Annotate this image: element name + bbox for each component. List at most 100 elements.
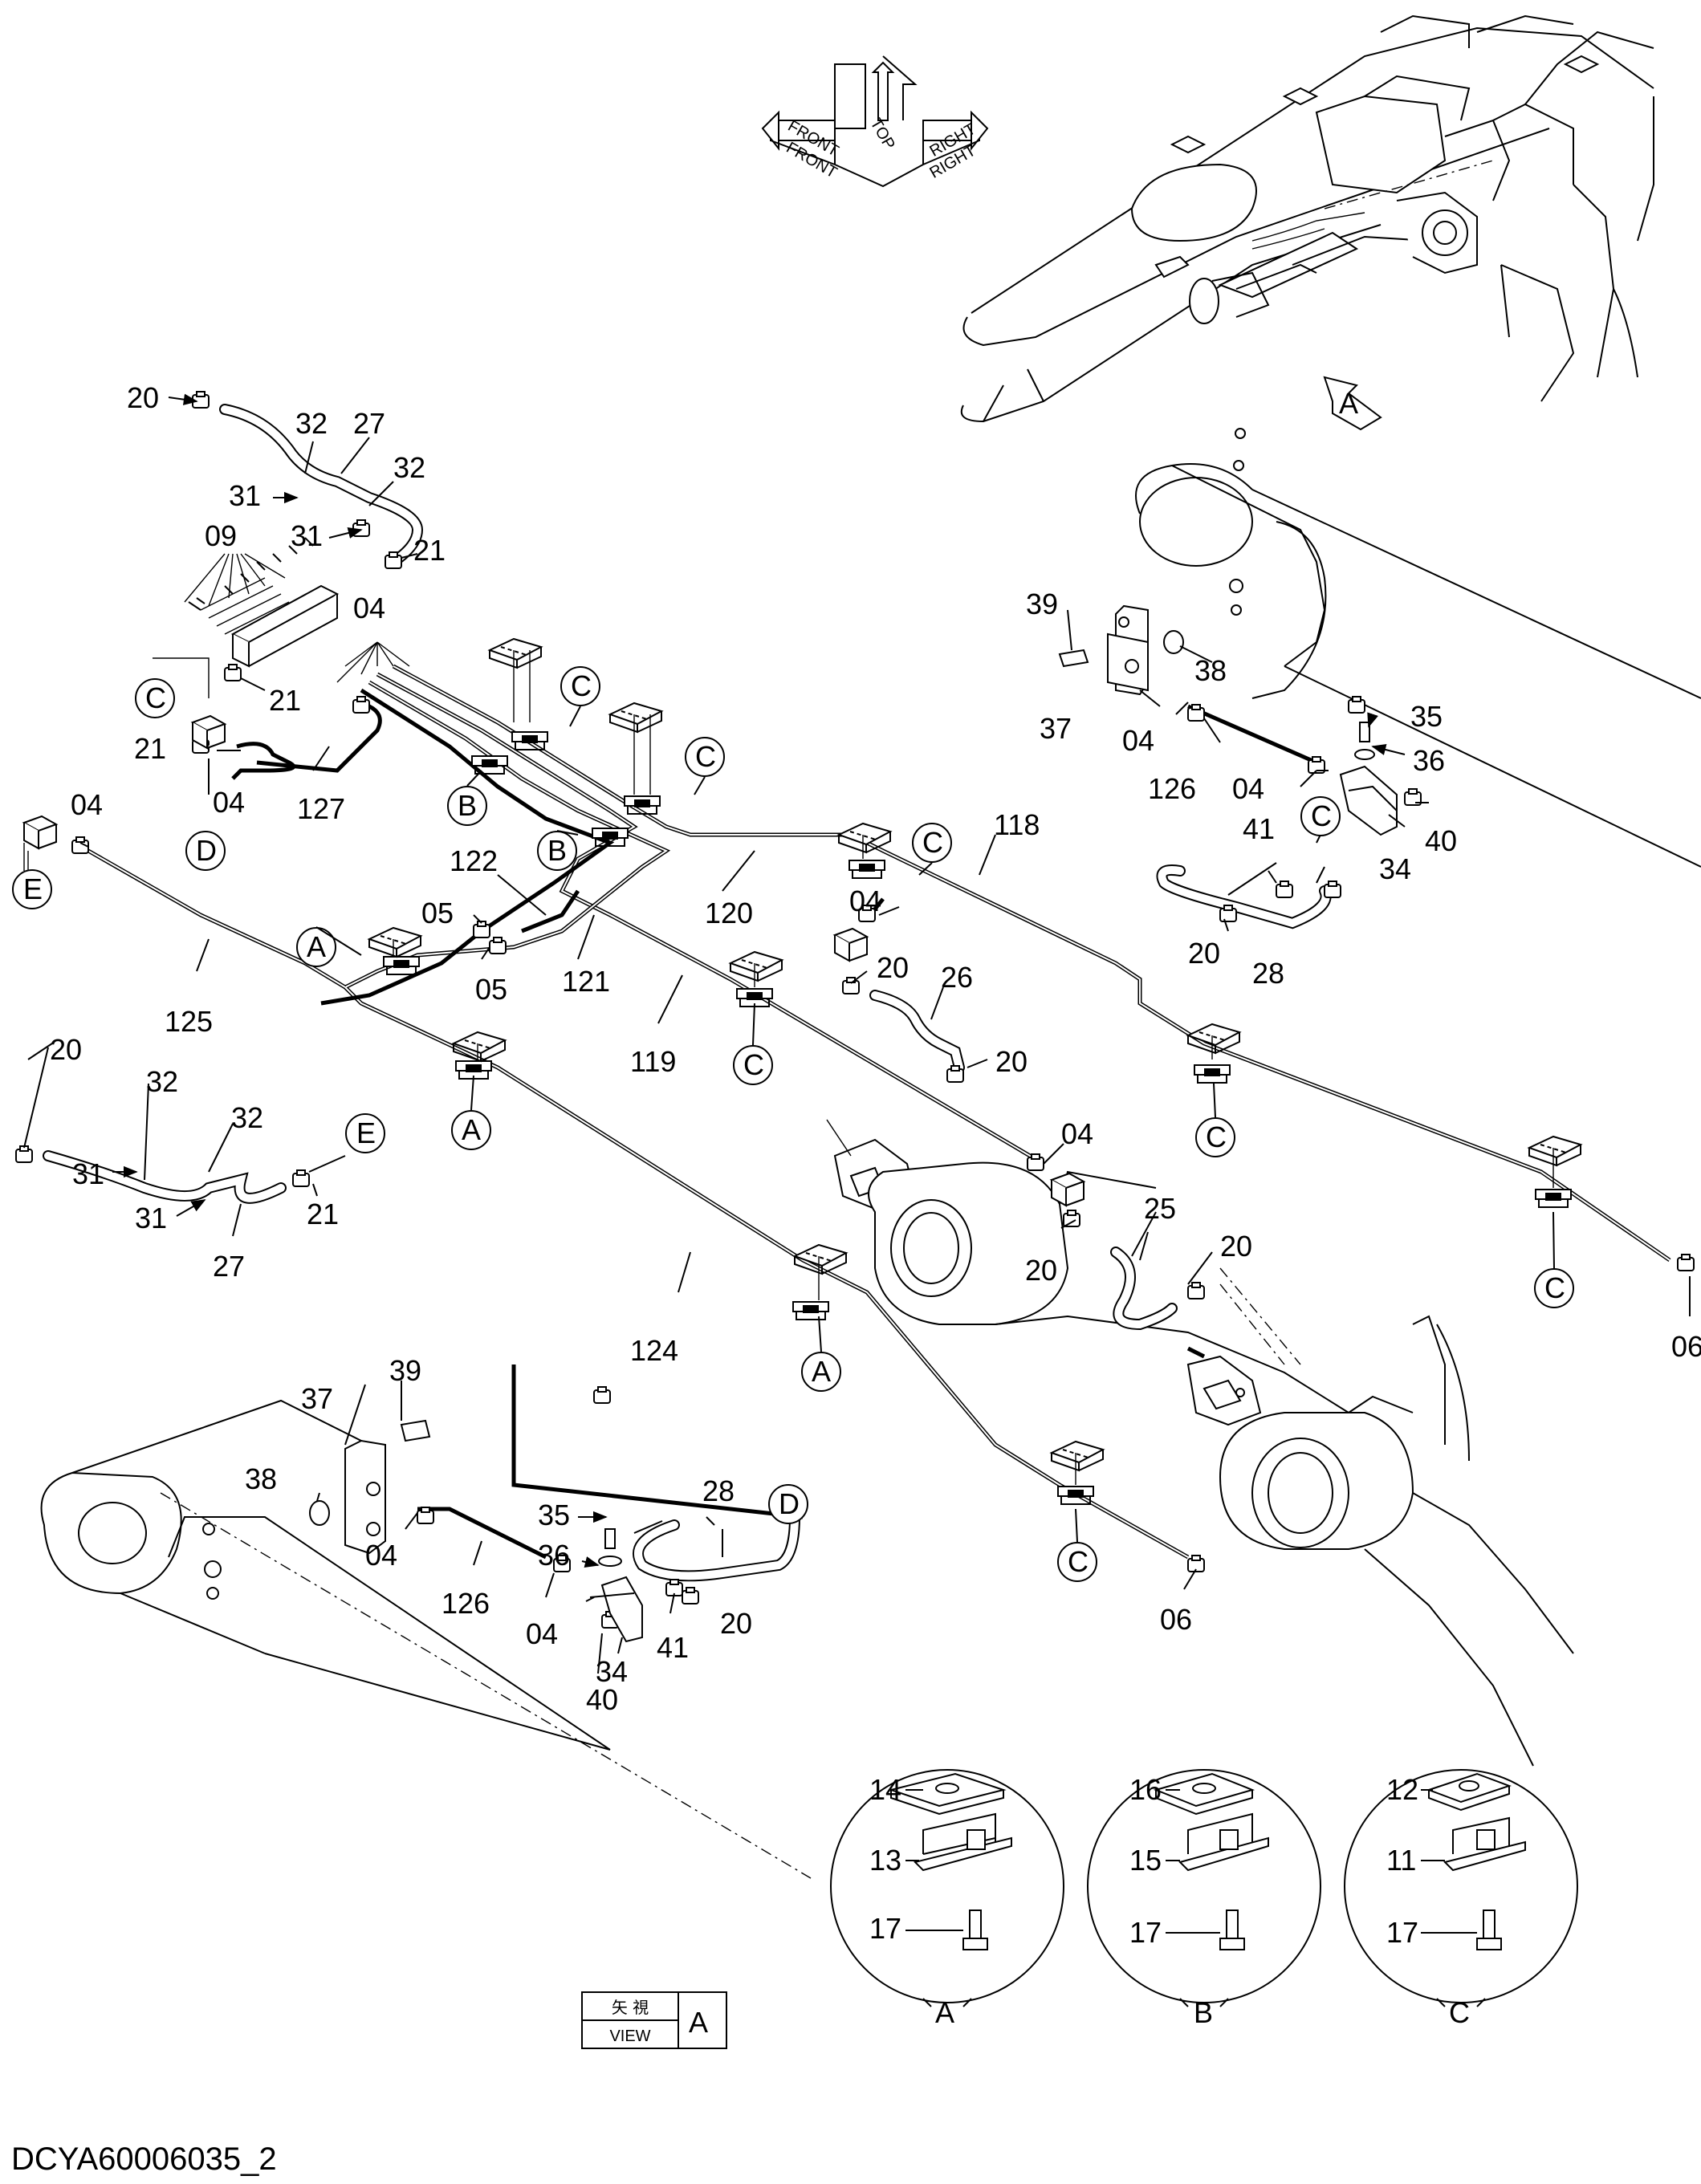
callout-40: 40 [1425,824,1457,857]
callout-38: 38 [245,1462,277,1495]
callout-27: 27 [353,407,385,440]
callout-32: 32 [146,1065,178,1098]
svg-text:A: A [812,1355,831,1388]
svg-text:B: B [458,789,477,822]
callout-20: 20 [127,381,159,414]
marker-c-2: C [685,737,725,777]
svg-text:E: E [356,1116,376,1149]
svg-text:C: C [1311,799,1332,832]
callout-21: 21 [413,534,446,567]
callout-numbers: 20 32 27 32 31 31 21 09 04 21 21 04 127 … [50,381,1701,1716]
circled-markers: C C C C C C C C C B B A A A D D E E [12,666,1574,1582]
svg-text:C: C [1206,1120,1227,1153]
callout-09: 09 [205,519,237,552]
marker-c-3: C [912,823,952,863]
svg-text:A: A [462,1113,481,1146]
marker-c-7: C [1057,1542,1097,1582]
callout-04: 04 [353,592,385,624]
callout-04: 04 [849,885,881,917]
view-arrow-label: A [1339,387,1358,420]
callout-41: 41 [1243,812,1275,845]
callout-39: 39 [1026,588,1058,620]
detail-c-label: C [1449,1996,1470,2029]
callout-32: 32 [231,1101,263,1134]
marker-c-5: C [1195,1117,1235,1157]
detail-a-clamp: 13 [869,1844,901,1877]
svg-text:C: C [571,669,592,702]
marker-c-1: C [560,666,600,706]
callout-05: 05 [475,973,507,1006]
marker-d-2: D [768,1484,808,1524]
svg-text:E: E [23,872,43,905]
callout-31: 31 [72,1157,104,1190]
callout-31: 31 [291,519,323,552]
svg-text:C: C [1544,1271,1565,1304]
callout-34: 34 [596,1655,628,1688]
callout-121: 121 [562,965,610,998]
marker-e-1: E [12,869,52,909]
callout-118: 118 [994,808,1040,841]
detail-b-plate: 16 [1129,1773,1162,1806]
callout-35: 35 [1410,700,1443,733]
bracket-37-right [1058,604,1184,696]
cube-blocks [23,715,1084,1206]
detail-a-plate: 14 [869,1773,901,1806]
view-label-japanese: 矢 視 [612,1998,649,2017]
callout-126: 126 [442,1587,490,1620]
callout-31: 31 [135,1202,167,1234]
callout-38: 38 [1194,654,1227,687]
bracket-34-right [1339,722,1398,836]
callout-04: 04 [365,1539,397,1572]
callout-36: 36 [1413,744,1445,777]
drawing-code: DCYA60006035_2 [11,2141,277,2177]
manifold-block [188,537,340,668]
callout-41: 41 [657,1631,689,1664]
boom-overview-sketch: A [960,14,1654,431]
arm-joint-sketch [826,1119,1574,1767]
callout-119: 119 [630,1045,676,1078]
svg-text:C: C [743,1048,764,1081]
detail-b-bolt: 17 [1129,1916,1162,1949]
callout-04: 04 [526,1617,558,1650]
callout-28: 28 [702,1474,735,1507]
marker-c-top-left: C [135,678,175,718]
callout-122: 122 [450,844,498,877]
callout-37: 37 [301,1382,333,1415]
callout-21: 21 [269,684,301,717]
detail-a-label: A [935,1996,954,2029]
callout-20: 20 [1220,1230,1252,1263]
callout-20: 20 [50,1033,82,1066]
svg-text:A: A [307,930,326,963]
callout-05: 05 [421,897,454,929]
callout-25: 25 [1144,1192,1176,1225]
view-label-box: 矢 視 VIEW A [581,1991,727,2049]
callout-124: 124 [630,1334,678,1367]
callout-27: 27 [213,1250,245,1283]
detail-c-plate: 12 [1386,1773,1418,1806]
detail-view-a: 14 13 17 A [830,1769,1064,2029]
callout-20: 20 [995,1045,1028,1078]
svg-text:C: C [1068,1545,1089,1578]
marker-a-3: A [801,1352,841,1392]
marker-b-2: B [537,831,577,871]
callout-20: 20 [1188,937,1220,970]
callout-04: 04 [213,786,245,819]
callout-32: 32 [393,451,425,484]
callout-35: 35 [538,1499,570,1531]
callout-04: 04 [1122,724,1154,757]
marker-a-2: A [451,1110,491,1150]
marker-d-1: D [185,831,226,871]
detail-c-clamp: 11 [1386,1844,1416,1877]
callout-40: 40 [586,1683,618,1716]
marker-c-6: C [1534,1268,1574,1308]
marker-e-2: E [345,1113,385,1153]
callout-04: 04 [71,788,103,821]
bracket-37-left [309,1419,431,1555]
callout-21: 21 [134,732,166,765]
marker-c-bracket: C [1300,796,1341,836]
callout-37: 37 [1040,712,1072,745]
callout-20: 20 [1025,1254,1057,1287]
callout-39: 39 [389,1354,421,1387]
callout-06: 06 [1160,1603,1192,1636]
